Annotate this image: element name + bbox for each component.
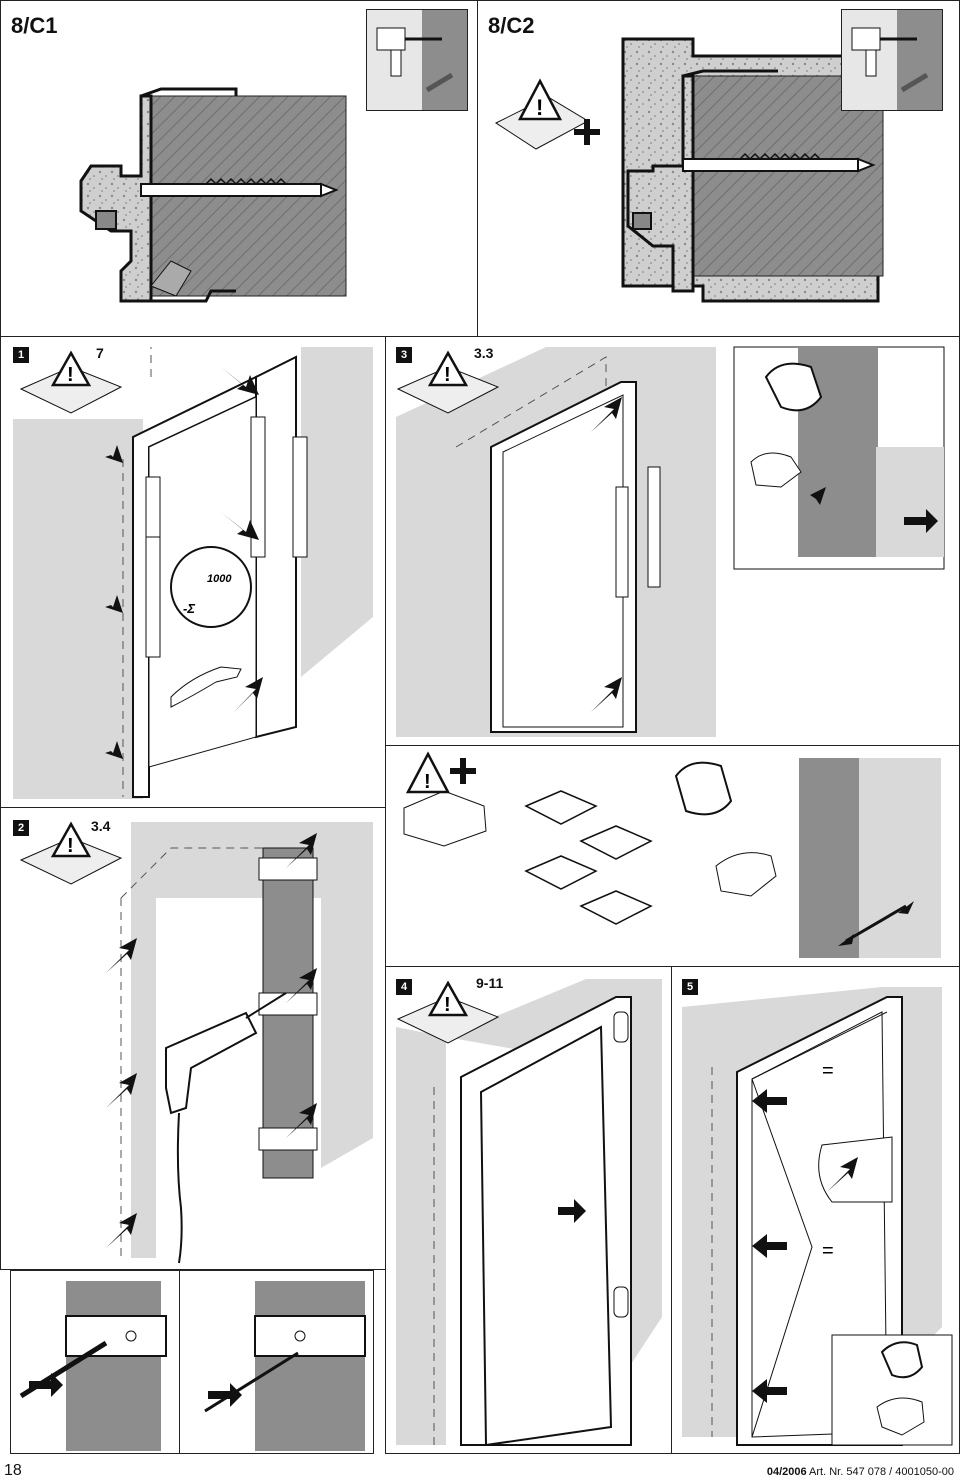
panel-step3-lower: ! [385,745,960,967]
screw-detail-a [19,1281,167,1451]
step2-illustration: ! [19,821,373,1264]
panel-step2: 2 3.4 ! [0,807,386,1270]
plus-icon [450,758,476,784]
arrow-icon [752,1089,858,1403]
svg-text:!: ! [67,364,74,386]
panel-c1: 8/C1 [0,0,478,337]
footer-date: 04/2006 [766,1466,807,1478]
step-badge-1: 1 [13,347,29,363]
step3-lower-illustration: ! [403,751,941,958]
panel-step2-detail-a [10,1270,180,1454]
manual-icon [19,837,123,885]
step-badge-2: 2 [13,820,29,836]
warning-triangle-icon [427,980,469,1017]
warning-triangle-icon [50,821,92,858]
manual-icon [396,996,500,1044]
equal-sign-bottom: = [822,1240,834,1262]
panel-step3: 3 3.3 ! [385,336,960,746]
warning-triangle-icon [517,78,563,121]
panel-step1: 1 7 1000 -Σ ! [0,336,386,808]
hammer-icon [764,362,823,412]
panel-step2-detail-b [179,1270,374,1454]
warning-triangle-icon [405,751,451,794]
equal-sign-top: = [822,1060,834,1082]
level-mark-1000: 1000 [207,573,232,585]
level-symbol: -Σ [183,601,195,616]
ref-label-3-4: 3.4 [91,818,111,834]
manual-icon [396,366,500,414]
drill-icon [376,10,467,110]
warning-triangle-icon [427,350,469,387]
svg-text:!: ! [444,994,451,1016]
step-badge-3: 3 [396,347,412,363]
panel-step5: 5 = = [671,966,960,1454]
drill-icon [165,1011,258,1115]
svg-text:!: ! [424,771,431,793]
drill-icon [851,10,942,110]
panel-step4: 4 9-11 ! [385,966,672,1454]
screw-detail-b [204,1281,366,1451]
step3-illustration: ! [396,346,945,737]
step5-illustration: = = [682,987,953,1446]
step1-illustration: 1000 -Σ ! [13,347,373,799]
hammer-icon [674,761,733,816]
panel-title-c2: 8/C2 [488,13,535,38]
ref-label-9-11: 9-11 [476,975,504,991]
arrow-icon [591,397,622,712]
panel-c2: 8/C2 ! [477,0,960,337]
svg-text:!: ! [444,364,451,386]
arrow-icon [93,367,263,759]
section-drawing-c2: ! [494,37,884,303]
ref-label-3-3: 3.3 [474,345,494,361]
hammer-icon [880,1341,924,1379]
plus-icon [574,119,600,145]
section-drawing-c1 [79,87,347,303]
step-badge-5: 5 [682,979,698,995]
arrow-icon [106,833,317,1248]
footer-art-label: Art. Nr. [809,1466,844,1478]
svg-text:!: ! [536,95,543,120]
ref-label-7: 7 [96,345,104,361]
page-number: 18 [4,1462,22,1479]
step4-illustration: ! [396,979,662,1447]
footer-art-number: 547 078 / 4001050-00 [846,1466,954,1478]
warning-triangle-icon [50,350,92,387]
inset-drill-c1 [366,9,468,111]
footer-article: 04/2006 Art. Nr. 547 078 / 4001050-00 [767,1466,954,1478]
arrow-icon [558,1199,586,1223]
inset-drill-c2 [841,9,943,111]
svg-text:!: ! [67,835,74,857]
manual-icon [19,366,123,414]
panel-title-c1: 8/C1 [11,13,58,38]
step-badge-4: 4 [396,979,412,995]
